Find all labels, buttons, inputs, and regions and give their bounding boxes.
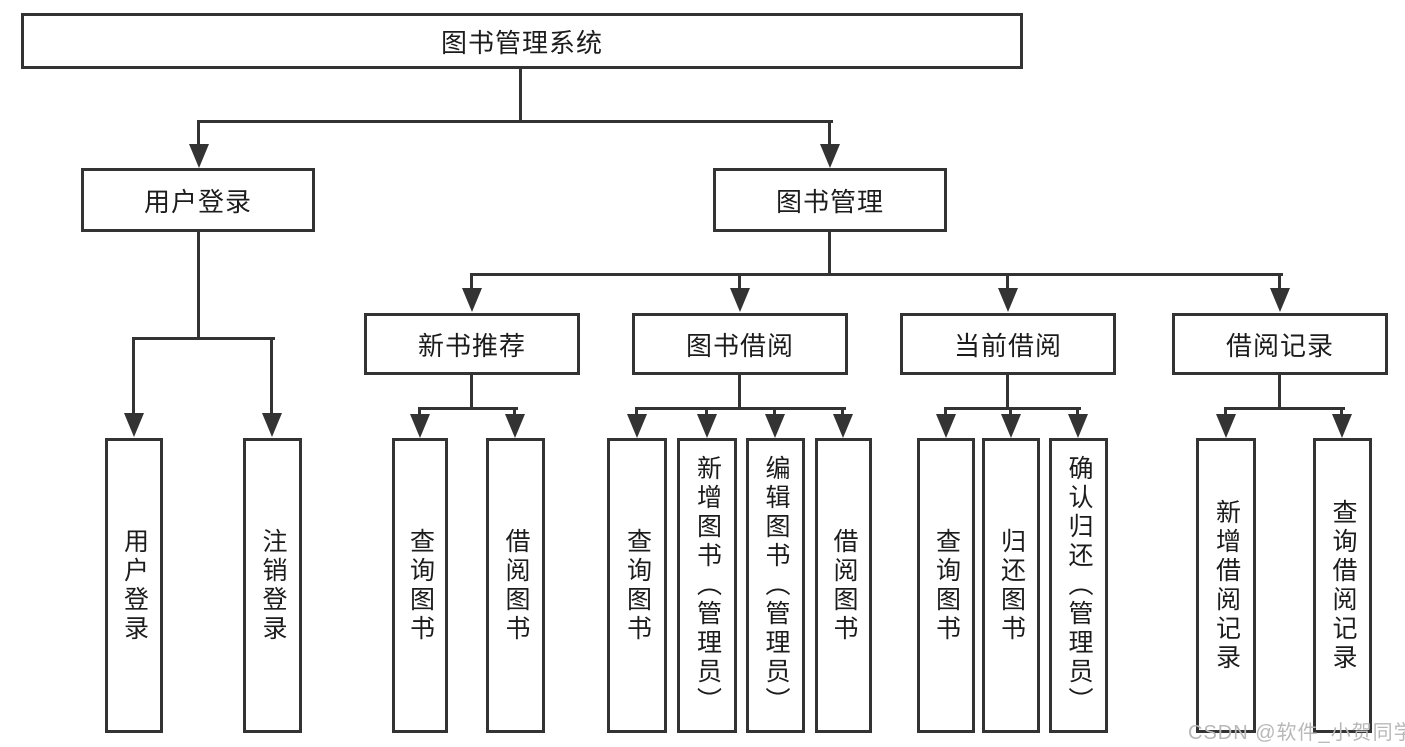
arrow-down-icon (998, 288, 1018, 312)
connector-line (828, 120, 831, 147)
node-book-borrow: 图书借阅 (632, 313, 848, 375)
arrow-down-icon (697, 414, 717, 438)
node-new-book-recommend: 新书推荐 (364, 313, 580, 375)
connector-line (513, 407, 516, 416)
connector-line (132, 337, 135, 415)
connector-line (705, 407, 708, 416)
node-current-borrow: 当前借阅 (900, 313, 1116, 375)
connector-line (470, 273, 1283, 276)
node-label: 借阅记录 (1225, 330, 1334, 361)
watermark: CSDN @软件_小贺同学 (1188, 722, 1405, 744)
arrow-down-icon (820, 144, 840, 168)
arrow-down-icon (1270, 288, 1290, 312)
node-label: 借阅图书 (830, 527, 858, 644)
arrow-down-icon (730, 288, 750, 312)
connector-line (828, 230, 831, 273)
connector-line (1006, 273, 1009, 291)
connector-line (944, 407, 947, 416)
node-logout: 注销登录 (243, 438, 302, 733)
node-label: 归还图书 (997, 527, 1026, 644)
arrow-down-icon (1001, 414, 1021, 438)
arrow-down-icon (627, 414, 647, 438)
node-label: 当前借阅 (953, 330, 1062, 361)
arrow-down-icon (505, 414, 525, 438)
connector-line (270, 337, 273, 415)
connector-line (773, 407, 776, 416)
connector-line (197, 120, 200, 147)
node-add-borrow-record: 新增借阅记录 (1196, 438, 1256, 733)
connector-line (1224, 407, 1227, 416)
node-label: 查询图书 (406, 527, 435, 644)
connector-line (1340, 407, 1343, 416)
node-confirm-return-admin: 确认归还（管理员） (1049, 438, 1108, 733)
connector-line (841, 407, 844, 416)
arrow-down-icon (189, 144, 209, 168)
node-query-books-1: 查询图书 (392, 438, 448, 733)
node-label: 编辑图书（管理员） (762, 455, 790, 716)
node-label: 新增借阅记录 (1212, 498, 1241, 673)
node-borrow-books-1: 借阅图书 (486, 438, 545, 733)
node-edit-book-admin: 编辑图书（管理员） (746, 438, 805, 733)
node-user-login: 用户登录 (81, 168, 315, 232)
connector-line (738, 273, 741, 291)
connector-line (197, 230, 200, 337)
connector-line (1076, 407, 1079, 416)
connector-line (1224, 407, 1345, 410)
node-book-management: 图书管理 (713, 168, 947, 232)
node-label: 用户登录 (143, 186, 252, 217)
node-query-borrow-record: 查询借阅记录 (1313, 438, 1372, 733)
connector-line (635, 407, 846, 410)
node-add-book-admin: 新增图书（管理员） (677, 438, 737, 733)
arrow-down-icon (462, 288, 482, 312)
arrow-down-icon (1332, 414, 1352, 438)
connector-line (738, 373, 741, 407)
connector-line (635, 407, 638, 416)
node-label: 查询图书 (932, 527, 961, 644)
node-label: 确认归还（管理员） (1065, 455, 1093, 716)
arrow-down-icon (833, 414, 853, 438)
connector-line (470, 273, 473, 291)
node-borrow-records: 借阅记录 (1172, 313, 1388, 375)
connector-line (1009, 407, 1012, 416)
node-library-management-system: 图书管理系统 (21, 13, 1023, 69)
node-label: 图书借阅 (685, 330, 794, 361)
arrow-down-icon (262, 413, 282, 437)
node-borrow-books-2: 借阅图书 (815, 438, 872, 733)
node-label: 注销登录 (259, 527, 287, 644)
connector-line (470, 373, 473, 407)
arrow-down-icon (765, 414, 785, 438)
connector-line (418, 407, 518, 410)
node-label: 新书推荐 (417, 330, 526, 361)
connector-line (1278, 273, 1281, 291)
arrow-down-icon (1068, 414, 1088, 438)
connector-line (197, 120, 833, 123)
arrow-down-icon (936, 414, 956, 438)
node-label: 图书管理系统 (440, 27, 603, 58)
arrow-down-icon (1216, 414, 1236, 438)
node-user-login-action: 用户登录 (105, 438, 163, 733)
node-label: 新增图书（管理员） (693, 455, 722, 716)
node-label: 查询借阅记录 (1329, 498, 1357, 673)
node-query-books-2: 查询图书 (607, 438, 667, 733)
node-label: 图书管理 (775, 186, 884, 217)
connector-line (132, 337, 275, 340)
node-label: 查询图书 (623, 527, 652, 644)
arrow-down-icon (410, 414, 430, 438)
node-label: 用户登录 (120, 527, 149, 644)
connector-line (944, 407, 1081, 410)
connector-line (418, 407, 421, 416)
node-label: 借阅图书 (502, 527, 530, 644)
connector-line (1006, 373, 1009, 407)
node-query-books-3: 查询图书 (917, 438, 975, 733)
connector-line (519, 67, 522, 120)
connector-line (1278, 373, 1281, 407)
arrow-down-icon (124, 413, 144, 437)
node-return-book: 归还图书 (982, 438, 1040, 733)
